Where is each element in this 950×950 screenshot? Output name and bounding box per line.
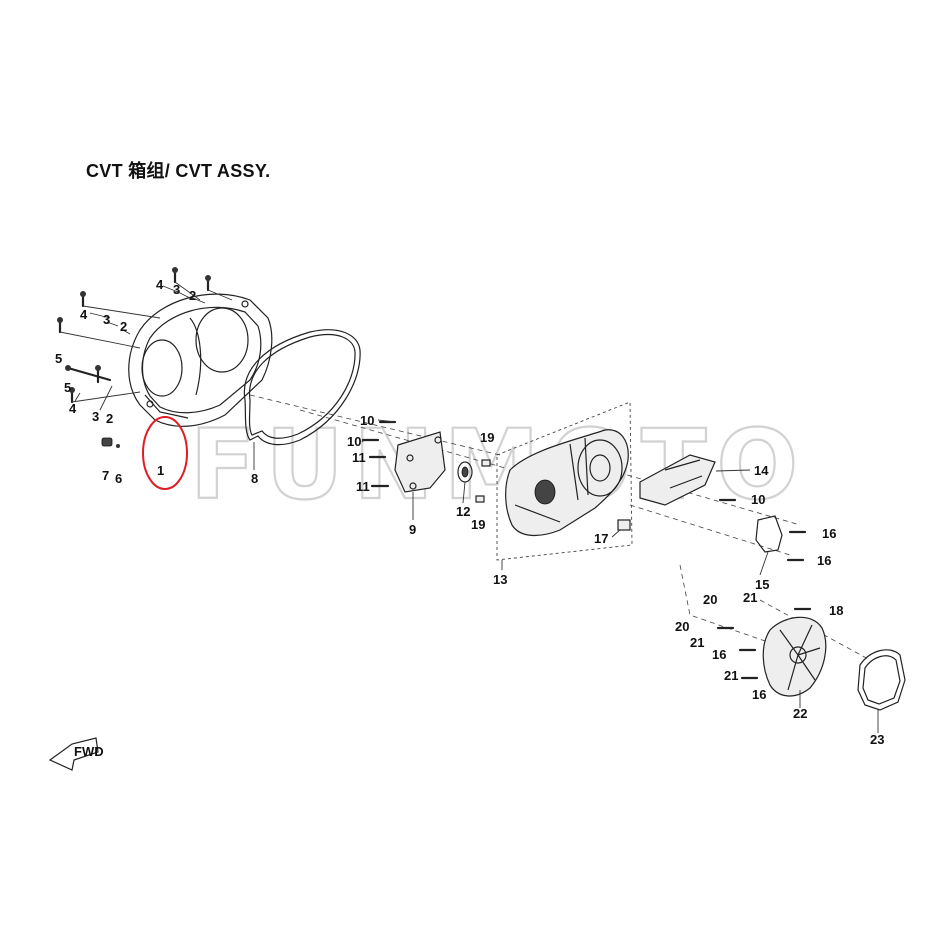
callout-21: 21: [743, 590, 757, 605]
callout-21: 21: [724, 668, 738, 683]
o-ring-gasket-part: [755, 515, 783, 553]
callout-1: 1: [157, 463, 164, 478]
cvt-housing-part: [496, 401, 633, 561]
callout-16: 16: [752, 687, 766, 702]
callout-18: 18: [829, 603, 843, 618]
callout-11: 11: [356, 479, 370, 494]
cover-bolts-group: [57, 267, 233, 448]
callout-numbers: 1 4 3 2 4 3 2 5 5 4 3 2 7 6 8 10 10 11 1…: [55, 277, 884, 747]
callout-12: 12: [456, 504, 470, 519]
callout-16: 16: [822, 526, 836, 541]
callout-16: 16: [712, 647, 726, 662]
fwd-arrow: FWD: [48, 737, 104, 771]
assembly-axis-lines: [249, 394, 871, 661]
callout-3: 3: [92, 409, 99, 424]
callout-2: 2: [106, 411, 113, 426]
callout-6: 6: [115, 471, 122, 486]
callout-7: 7: [102, 468, 109, 483]
callout-19: 19: [480, 430, 494, 445]
page-title: CVT 箱组/ CVT ASSY.: [86, 161, 271, 181]
leader-lines: [74, 285, 879, 733]
bracket-part: [639, 454, 716, 506]
callout-3: 3: [103, 312, 110, 327]
callout-4: 4: [156, 277, 164, 292]
plate-bolts-group: [361, 420, 397, 488]
callout-8: 8: [251, 471, 258, 486]
callout-19: 19: [471, 517, 485, 532]
callout-5: 5: [64, 380, 71, 395]
callout-5: 5: [55, 351, 62, 366]
plate-part: [394, 431, 446, 493]
right-bolts-group: [716, 498, 812, 680]
fwd-label: FWD: [74, 744, 104, 759]
callout-10: 10: [751, 492, 765, 507]
callout-14: 14: [754, 463, 769, 478]
callout-10: 10: [360, 413, 374, 428]
seal-ring-part: [457, 461, 473, 483]
callout-2: 2: [120, 319, 127, 334]
callout-3: 3: [173, 282, 180, 297]
callout-21: 21: [690, 635, 704, 650]
watermark-text: FUNMOTO: [190, 409, 808, 521]
callout-4: 4: [69, 401, 77, 416]
highlight-circle: [142, 416, 188, 490]
callout-10: 10: [347, 434, 361, 449]
callout-2: 2: [189, 288, 196, 303]
callout-4: 4: [80, 307, 88, 322]
outer-gasket-part: [857, 649, 906, 711]
callout-15: 15: [755, 577, 769, 592]
callout-13: 13: [493, 572, 507, 587]
dowel-pins-group: [475, 459, 491, 503]
callout-11: 11: [352, 450, 366, 465]
callout-23: 23: [870, 732, 884, 747]
callout-16: 16: [817, 553, 831, 568]
callout-22: 22: [793, 706, 807, 721]
cvt-cover-part: [128, 293, 273, 427]
callout-17: 17: [594, 531, 608, 546]
callout-20: 20: [675, 619, 689, 634]
cover-gasket-part: [243, 329, 361, 446]
callout-9: 9: [409, 522, 416, 537]
callout-20: 20: [703, 592, 717, 607]
fan-cover-part: [762, 616, 827, 697]
